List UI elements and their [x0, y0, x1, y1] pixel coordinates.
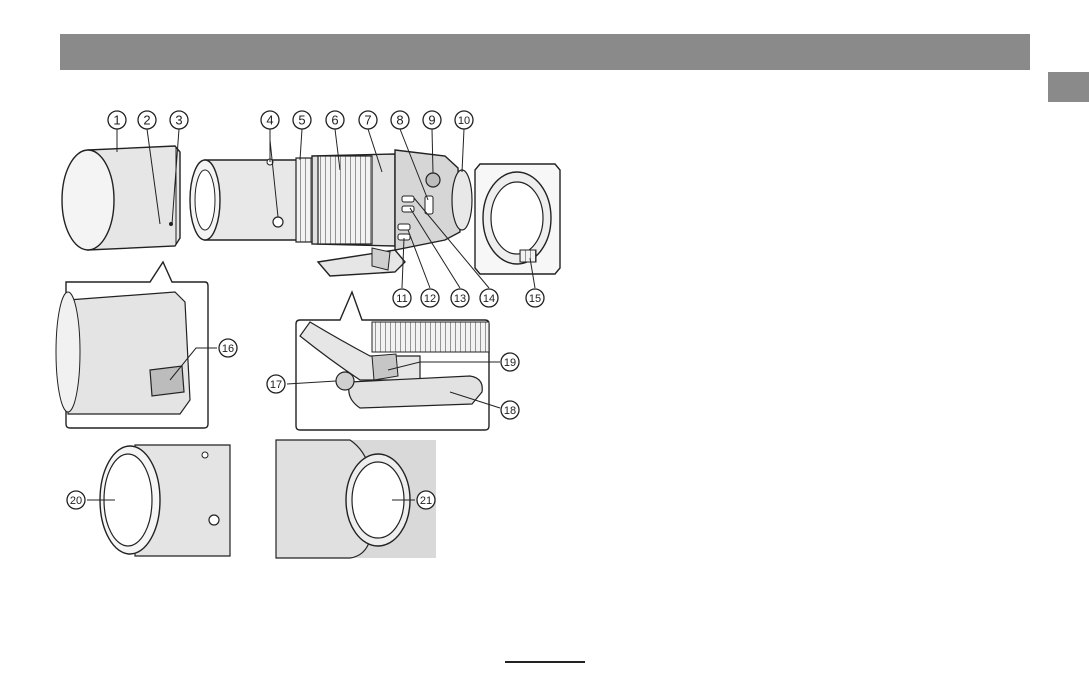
- svg-text:12: 12: [424, 293, 436, 305]
- svg-text:2: 2: [143, 113, 150, 128]
- svg-text:21: 21: [420, 495, 432, 507]
- svg-text:15: 15: [529, 293, 541, 305]
- callout-19: 19: [501, 353, 519, 371]
- callout-5: 5: [293, 111, 311, 129]
- callout-20: 20: [67, 491, 85, 509]
- callout-13: 13: [451, 289, 469, 307]
- svg-text:1: 1: [113, 113, 120, 128]
- tripod-foot-inset: [296, 292, 489, 430]
- callout-4: 4: [261, 111, 279, 129]
- svg-text:9: 9: [428, 113, 435, 128]
- svg-text:20: 20: [70, 495, 82, 507]
- front-cap-view: [100, 445, 230, 556]
- svg-text:7: 7: [364, 113, 371, 128]
- section-header-bar: [60, 34, 1030, 70]
- callout-3: 3: [170, 111, 188, 129]
- svg-text:14: 14: [483, 293, 495, 305]
- callout-8: 8: [391, 111, 409, 129]
- svg-text:8: 8: [396, 113, 403, 128]
- footer-rule: [505, 661, 585, 663]
- svg-text:3: 3: [175, 113, 182, 128]
- svg-text:5: 5: [298, 113, 305, 128]
- callout-7: 7: [359, 111, 377, 129]
- svg-text:10: 10: [458, 115, 470, 127]
- lens-rear-view: [475, 164, 560, 274]
- svg-text:19: 19: [504, 357, 516, 369]
- callout-14: 14: [480, 289, 498, 307]
- rear-cap-view: [276, 440, 436, 558]
- lens-parts-diagram: 1 2 3 4 5 6 7 8 9 10 11 12 13 14 15 16 1…: [40, 95, 580, 570]
- svg-text:6: 6: [331, 113, 338, 128]
- svg-text:17: 17: [270, 379, 282, 391]
- svg-text:13: 13: [454, 293, 466, 305]
- svg-text:4: 4: [266, 113, 273, 128]
- callout-10: 10: [455, 111, 473, 129]
- callout-15: 15: [526, 289, 544, 307]
- callout-9: 9: [423, 111, 441, 129]
- callout-17: 17: [267, 375, 285, 393]
- chapter-side-tab: [1048, 72, 1089, 102]
- svg-text:16: 16: [222, 343, 234, 355]
- callout-18: 18: [501, 401, 519, 419]
- callout-11: 11: [393, 289, 411, 307]
- callout-16: 16: [219, 339, 237, 357]
- lens-body: [190, 150, 472, 276]
- callout-1: 1: [108, 111, 126, 129]
- lens-hood: [62, 146, 180, 250]
- callout-12: 12: [421, 289, 439, 307]
- callout-6: 6: [326, 111, 344, 129]
- callout-2: 2: [138, 111, 156, 129]
- callout-21: 21: [417, 491, 435, 509]
- svg-text:18: 18: [504, 405, 516, 417]
- svg-text:11: 11: [396, 293, 407, 305]
- hood-detail-inset: [56, 262, 208, 428]
